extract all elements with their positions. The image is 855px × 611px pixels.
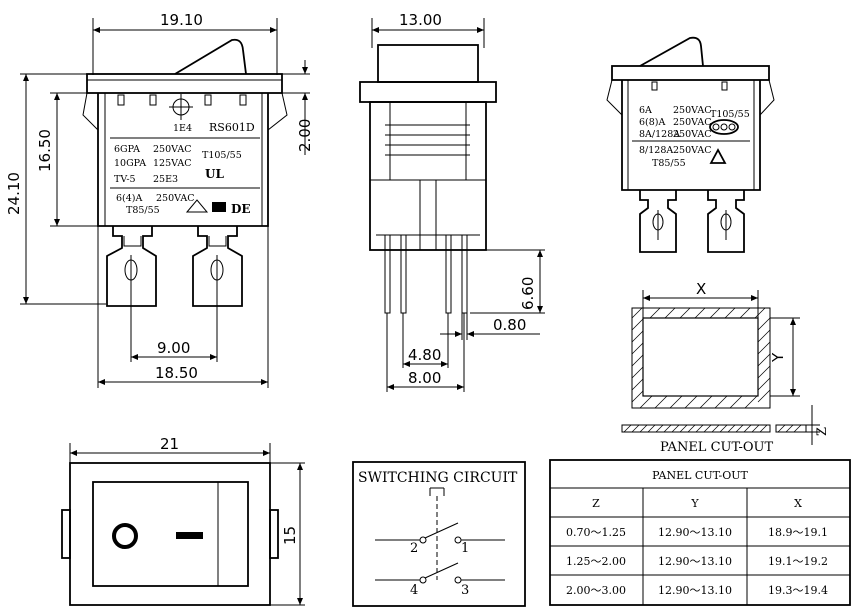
table-title: PANEL CUT-OUT (652, 469, 748, 482)
rating-text: 250VAC (673, 129, 711, 140)
table-cell: 0.70～1.25 (566, 526, 626, 539)
bottom-view: 21 O — 15 (0, 0, 305, 606)
on-symbol-text: — (0, 0, 1, 1)
rating-text: 6GPA (114, 144, 140, 155)
off-symbol-text: O (0, 0, 1, 1)
rating-text: 8A/128A (639, 129, 680, 140)
dim-pin-pitch-a: 4.80 (408, 346, 441, 364)
triangle-mark-icon (709, 148, 727, 164)
rating-text: T85/55 (126, 205, 160, 216)
dim-front-width: 19.10 (160, 11, 203, 29)
rating-text: 6(8)A (639, 117, 666, 128)
table-cell: 19.3～19.4 (768, 584, 828, 597)
right-front-view: 6A 250VAC T105/55 6(8)A 250VAC 8A/128A 2… (606, 36, 775, 253)
rating-text: T85/55 (652, 158, 686, 169)
front-terminals (106, 226, 243, 307)
cutout-caption: PANEL CUT-OUT (660, 440, 773, 455)
table-cell: 19.1～19.2 (768, 555, 828, 568)
dim-body-height: 16.50 (36, 129, 54, 172)
cutout-y-label: Y (769, 352, 787, 363)
rating-text: 250VAC (156, 193, 194, 204)
rating-text: 8/128A (639, 145, 673, 156)
panel-cutout: X (621, 280, 830, 455)
dim-terminal-pitch: 9.00 (157, 339, 190, 357)
cutout-x-label: X (696, 280, 706, 298)
side-pins (384, 234, 468, 318)
dim-pin-pitch-b: 8.00 (408, 369, 441, 387)
terminal-1: 1 (461, 541, 469, 556)
on-symbol (176, 532, 203, 539)
dim-bottom-width: 18.50 (155, 364, 198, 382)
ul-logo: UL (205, 167, 224, 181)
off-symbol (112, 523, 138, 549)
table-header-y: Y (690, 497, 699, 510)
rating-text: 250VAC (153, 144, 191, 155)
rating-text: TV-5 (114, 174, 136, 185)
rating-text: 6(4)A (116, 193, 143, 204)
dim-bottom-view-height: 15 (281, 526, 299, 545)
table-cell: 12.90～13.10 (658, 584, 732, 597)
right-terminals (639, 190, 745, 253)
rating-text: 250VAC (673, 117, 711, 128)
de-mark: DE (231, 202, 251, 216)
ccc-mark-icon (709, 119, 739, 135)
dim-bottom-view-width: 21 (160, 435, 179, 453)
dim-side-width: 13.00 (399, 11, 442, 29)
dim-flange: 2.00 (296, 119, 314, 152)
rating-text: 250VAC (673, 105, 711, 116)
cert-mark-icon (212, 202, 226, 212)
rating-text: T105/55 (710, 109, 750, 120)
rating-text: 6A (639, 105, 652, 116)
terminal-4: 4 (410, 583, 418, 598)
front-code: 1E4 (173, 123, 192, 134)
table-cell: 12.90～13.10 (658, 555, 732, 568)
table-cell: 2.00～3.00 (566, 584, 626, 597)
dim-pin-width: 0.80 (493, 316, 526, 334)
front-view: 19.10 1E4 RS601D 6GPA 250VAC 10GPA 125VA… (5, 11, 314, 388)
switching-title: SWITCHING CIRCUIT (358, 470, 518, 486)
dim-total-height: 24.10 (5, 172, 23, 215)
rating-text: 125VAC (153, 158, 191, 169)
rating-text: 10GPA (114, 158, 146, 169)
table-header-x: X (794, 497, 802, 510)
table-cell: 18.9～19.1 (768, 526, 828, 539)
triangle-mark-icon (185, 199, 209, 213)
front-model: RS601D (209, 121, 255, 134)
table-cell: 1.25～2.00 (566, 555, 626, 568)
switching-circuit: SWITCHING CIRCUIT 2 1 4 3 (352, 461, 526, 607)
rating-text: 250VAC (673, 145, 711, 156)
terminal-3: 3 (461, 583, 469, 598)
dim-pin-length: 6.60 (519, 277, 537, 310)
table-header-z: Z (592, 497, 600, 510)
rating-text: 25E3 (153, 174, 178, 185)
terminal-2: 2 (410, 541, 418, 556)
cutout-z-label: Z (815, 427, 830, 436)
side-view: 13.00 6.60 (359, 11, 545, 392)
table-cell: 12.90～13.10 (658, 526, 732, 539)
rating-text: T105/55 (202, 150, 242, 161)
cutout-table: PANEL CUT-OUT Z Y X 0.70～1.25 12.90～13.1… (549, 459, 851, 606)
